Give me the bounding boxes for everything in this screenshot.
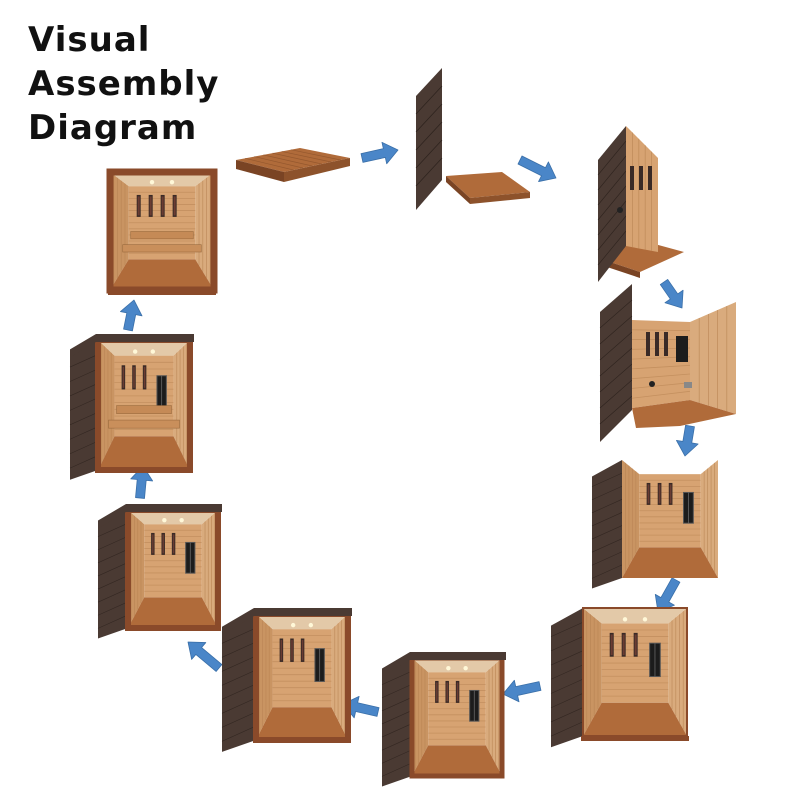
title-line-2: Assembly <box>28 64 220 104</box>
step-8-front-trim <box>221 608 352 752</box>
title-line-3: Diagram <box>28 108 198 148</box>
arrow-6 <box>502 679 542 703</box>
step-9-lighting <box>97 504 222 639</box>
step-1-floor <box>236 148 350 182</box>
step-5-front-frame <box>591 460 718 589</box>
arrow-1 <box>360 141 399 165</box>
arrow-2 <box>517 155 557 182</box>
arrow-10 <box>120 299 143 332</box>
arrow-3 <box>659 279 684 309</box>
step-7-roof-panel <box>381 652 506 787</box>
step-6-roof-frame <box>550 607 689 748</box>
step-4-right-wall <box>599 284 736 442</box>
step-3-left-wall <box>597 126 684 282</box>
arrow-5 <box>654 577 681 613</box>
arrow-4 <box>676 424 699 457</box>
step-2-back-wall <box>415 68 530 210</box>
step-10-benches <box>69 334 194 480</box>
title-line-1: Visual <box>28 20 151 60</box>
step-11-complete <box>106 168 218 295</box>
page-title: Visual Assembly Diagram <box>28 18 219 150</box>
arrow-8 <box>187 641 223 672</box>
